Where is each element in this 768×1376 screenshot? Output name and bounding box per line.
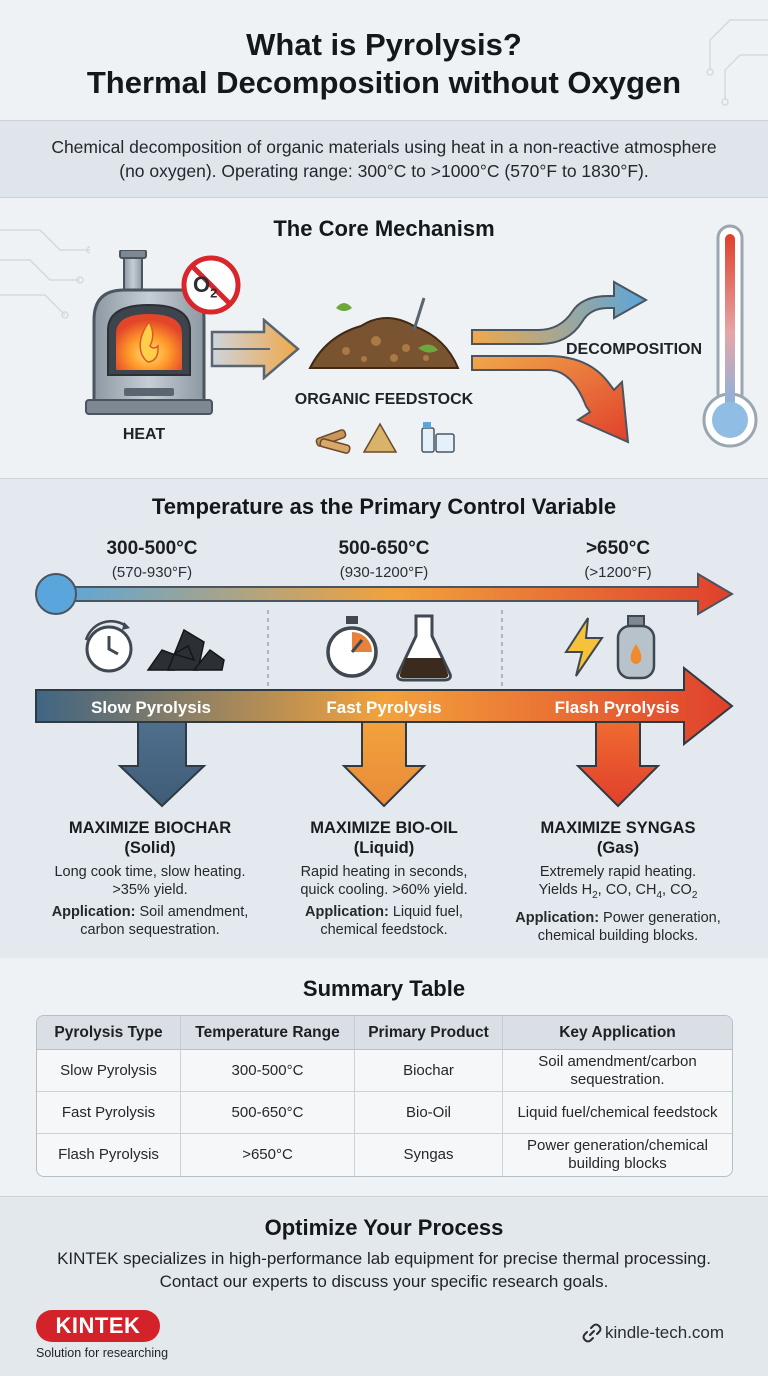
decomposition-label: DECOMPOSITION [566, 341, 703, 358]
heat-arrow-icon [210, 318, 300, 380]
table-header-type: Pyrolysis Type [37, 1016, 181, 1050]
footer-text: KINTEK specializes in high-performance l… [30, 1247, 738, 1293]
table-cell: >650°C [181, 1134, 355, 1176]
table-cell: Bio-Oil [355, 1092, 503, 1134]
range-flash-celsius: >650°C [585, 538, 651, 559]
mechanism-title: The Core Mechanism [273, 216, 495, 241]
flash-pyrolysis-label: Flash Pyrolysis [554, 698, 680, 717]
summary-table: Pyrolysis Type Temperature Range Primary… [36, 1015, 733, 1177]
fast-pyrolysis-label: Fast Pyrolysis [326, 698, 442, 717]
link-icon [582, 1323, 602, 1343]
outcome-biochar-state: (Solid) [124, 839, 176, 857]
range-slow-fahrenheit: (570-930°F) [111, 564, 193, 581]
table-cell: Power generation/chemical building block… [527, 1137, 708, 1172]
table-cell: Fast Pyrolysis [37, 1092, 181, 1134]
range-flash-fahrenheit: (>1200°F) [584, 564, 652, 581]
outcome-biochar-headline: MAXIMIZE BIOCHAR [68, 819, 232, 837]
flask-icon [396, 614, 452, 682]
outcome-syngas-application: Application: Power generation,chemical b… [515, 909, 721, 944]
outcome-biochar: MAXIMIZE BIOCHAR (Solid) Long cook time,… [34, 818, 266, 939]
outcome-bio-oil-state: (Liquid) [353, 839, 415, 857]
lightning-icon [564, 617, 604, 677]
charcoal-icon [146, 628, 225, 671]
footer [0, 1196, 768, 1376]
divider-1 [267, 610, 269, 690]
divider-2 [501, 610, 503, 690]
outcome-syngas: MAXIMIZE SYNGAS (Gas) Extremely rapid he… [502, 818, 734, 945]
range-fast-celsius: 500-650°C [338, 538, 430, 559]
table-header-application: Key Application [503, 1016, 732, 1050]
summary-table-title: Summary Table [302, 976, 466, 1001]
range-slow: 300-500°C (570-930°F) [52, 538, 252, 581]
slow-pyrolysis-label: Slow Pyrolysis [91, 698, 211, 717]
table-row: Flash Pyrolysis >650°C Syngas Power gene… [37, 1134, 732, 1176]
table-header-temperature: Temperature Range [181, 1016, 355, 1050]
brand-tagline: Solution for researching [36, 1346, 169, 1360]
oxygen-symbol: O2 [193, 272, 218, 301]
table-cell: Soil amendment/carbon sequestration. [503, 1050, 732, 1092]
stopwatch-icon [326, 616, 378, 678]
table-row: Fast Pyrolysis 500-650°C Bio-Oil Liquid … [37, 1092, 732, 1134]
thermometer-icon [702, 224, 758, 448]
outcome-biochar-desc: Long cook time, slow heating.>35% yield. [54, 864, 246, 898]
footer-line-2: Contact our experts to discuss your spec… [159, 1272, 609, 1291]
page-title: What is Pyrolysis? Thermal Decomposition… [0, 26, 768, 102]
outcome-syngas-desc: Extremely rapid heating.Yields H2, CO, C… [538, 864, 698, 901]
temperature-scale-arrow [35, 572, 734, 616]
table-cell: 500-650°C [181, 1092, 355, 1134]
clock-icon [84, 620, 133, 673]
feedstock-label: ORGANIC FEEDSTOCK [294, 391, 474, 408]
table-header-row: Pyrolysis Type Temperature Range Primary… [37, 1016, 732, 1050]
outcome-syngas-headline: MAXIMIZE SYNGAS [540, 819, 696, 837]
table-cell: Liquid fuel/chemical feedstock [503, 1092, 732, 1134]
range-flash: >650°C (>1200°F) [518, 538, 718, 581]
range-fast-fahrenheit: (930-1200°F) [339, 564, 429, 581]
table-cell: 300-500°C [181, 1050, 355, 1092]
outcome-bio-oil-application: Application: Liquid fuel,chemical feedst… [305, 904, 463, 938]
feedstock-pile-icon [308, 297, 460, 369]
range-fast: 500-650°C (930-1200°F) [284, 538, 484, 581]
website-link[interactable]: kindle-tech.com [605, 1323, 725, 1342]
range-slow-celsius: 300-500°C [106, 538, 198, 559]
title-line-1: What is Pyrolysis? [246, 27, 522, 62]
feedstock-types-icon [315, 422, 455, 454]
heat-label: HEAT [122, 426, 166, 443]
intro-band: Chemical decomposition of organic materi… [0, 120, 768, 198]
process-arrow [35, 666, 734, 808]
kintek-logo[interactable]: KINTEK [36, 1310, 160, 1342]
table-cell: Biochar [355, 1050, 503, 1092]
outcome-bio-oil: MAXIMIZE BIO-OIL (Liquid) Rapid heating … [268, 818, 500, 939]
temperature-title: Temperature as the Primary Control Varia… [151, 494, 617, 519]
footer-title: Optimize Your Process [264, 1215, 504, 1240]
table-cell: Syngas [355, 1134, 503, 1176]
decomposition-arrows-icon [471, 280, 649, 444]
outcome-bio-oil-desc: Rapid heating in seconds,quick cooling. … [300, 864, 468, 898]
table-cell: Flash Pyrolysis [37, 1134, 181, 1176]
no-oxygen-icon [181, 255, 241, 315]
table-cell: Slow Pyrolysis [37, 1050, 181, 1092]
table-header-product: Primary Product [355, 1016, 503, 1050]
gas-cylinder-icon [616, 615, 656, 680]
intro-text: Chemical decomposition of organic materi… [51, 137, 717, 181]
footer-line-1: KINTEK specializes in high-performance l… [57, 1249, 711, 1268]
table-row: Slow Pyrolysis 300-500°C Biochar Soil am… [37, 1050, 732, 1092]
outcome-syngas-state: (Gas) [596, 839, 640, 857]
outcome-biochar-application: Application: Soil amendment,carbon seque… [51, 904, 249, 938]
outcome-bio-oil-headline: MAXIMIZE BIO-OIL [310, 819, 458, 837]
furnace-icon [85, 250, 213, 415]
title-line-2: Thermal Decomposition without Oxygen [86, 65, 682, 100]
